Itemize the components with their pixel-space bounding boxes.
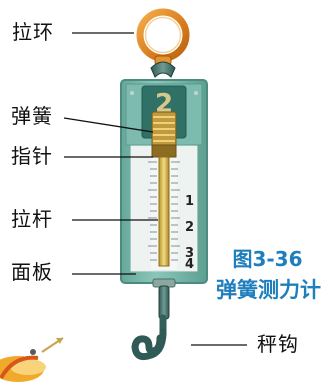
scale-number-4: 4 xyxy=(185,257,194,272)
scale-number-2: 2 xyxy=(185,220,194,235)
scale-ticks xyxy=(148,161,180,261)
top-shackle xyxy=(150,61,176,78)
corner-decoration-icon xyxy=(0,337,64,382)
label-pointer: 指针 xyxy=(11,144,53,168)
ring-icon[interactable] xyxy=(136,8,190,62)
label-rod: 拉杆 xyxy=(11,207,53,231)
label-spring: 弹簧 xyxy=(11,104,53,128)
scale-number-1: 1 xyxy=(185,194,194,209)
label-panel: 面板 xyxy=(11,260,53,284)
label-ring: 拉环 xyxy=(12,20,54,44)
figure-number: 图3-36 xyxy=(232,247,303,271)
figure-title: 弹簧测力计 xyxy=(216,278,321,302)
scale-number-3: 3 xyxy=(185,246,194,261)
label-hook: 秤钩 xyxy=(257,332,299,356)
pointer-cap xyxy=(151,144,177,158)
spring-coil xyxy=(151,111,177,147)
leader-line-spring xyxy=(63,117,154,133)
hook-icon[interactable] xyxy=(131,328,167,361)
pull-rod xyxy=(158,156,170,267)
